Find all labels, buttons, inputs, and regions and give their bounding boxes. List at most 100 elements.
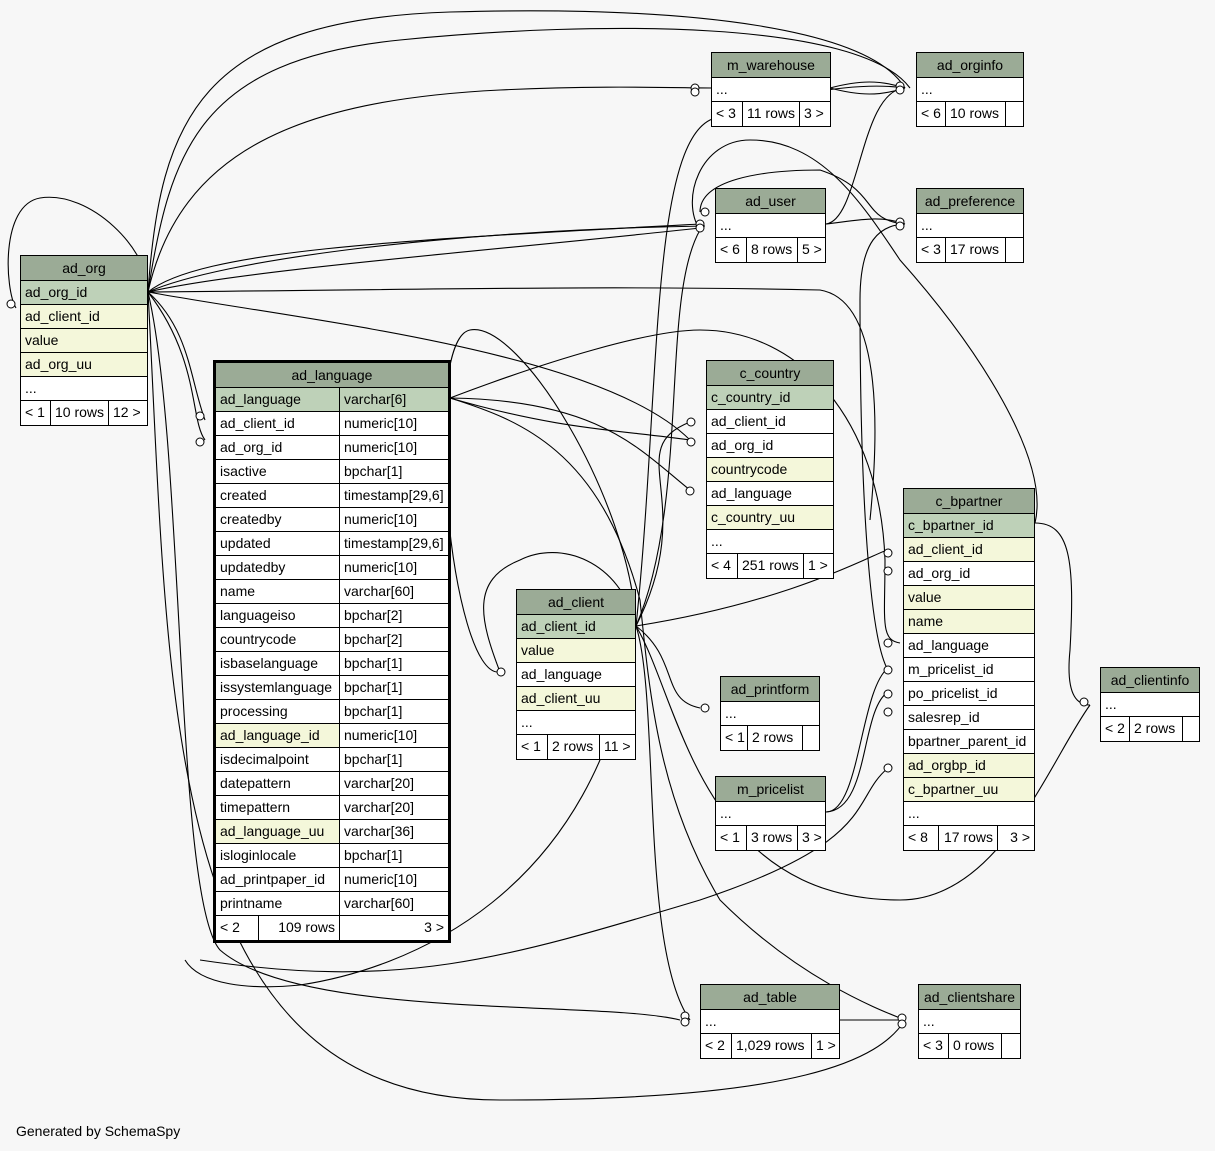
table-c-country[interactable]: c_country c_country_id ad_client_id ad_o…	[706, 360, 834, 579]
column-type: timestamp[29,6]	[339, 532, 448, 555]
row-count: 17 rows	[938, 826, 997, 850]
column-name: value	[908, 589, 942, 605]
column-row: ...	[716, 802, 825, 826]
column-row: ad_org_id	[21, 281, 147, 305]
table-footer: < 6 10 rows	[917, 102, 1023, 126]
children-count[interactable]: 3 >	[799, 102, 830, 126]
table-m-pricelist[interactable]: m_pricelist ... < 1 3 rows 3 >	[715, 776, 826, 851]
column-name: ...	[25, 380, 37, 396]
column-name: ...	[923, 1013, 935, 1029]
column-type: bpchar[2]	[339, 628, 448, 651]
column-name: ad_language	[908, 637, 989, 653]
parents-count[interactable]: < 3	[923, 1037, 943, 1053]
children-count	[1182, 717, 1199, 741]
column-name: countrycode	[220, 631, 297, 647]
column-row: name	[904, 610, 1034, 634]
children-count[interactable]: 5 >	[797, 238, 825, 262]
column-type: numeric[10]	[339, 436, 448, 459]
children-count[interactable]: 1 >	[811, 1034, 839, 1058]
parents-count[interactable]: < 3	[921, 241, 941, 257]
children-count[interactable]: 12 >	[108, 401, 147, 425]
column-name: ...	[1105, 696, 1117, 712]
parents-count[interactable]: < 6	[720, 241, 740, 257]
parents-count[interactable]: < 3	[716, 105, 736, 121]
parents-count[interactable]: < 2	[220, 919, 240, 935]
column-type: varchar[6]	[339, 388, 448, 411]
row-count: 109 rows	[258, 916, 339, 940]
table-title: c_country	[707, 361, 833, 386]
column-name: ad_client_uu	[521, 690, 601, 706]
column-name: ad_client_id	[711, 413, 786, 429]
parents-count[interactable]: < 8	[908, 829, 928, 845]
column-row: ...	[917, 214, 1023, 238]
table-ad-printform[interactable]: ad_printform ... < 1 2 rows	[720, 676, 820, 751]
table-title: m_warehouse	[712, 53, 830, 78]
parents-count[interactable]: < 4	[711, 557, 731, 573]
column-name: countrycode	[711, 461, 788, 477]
table-footer: < 2 2 rows	[1101, 717, 1199, 741]
table-ad-orginfo[interactable]: ad_orginfo ... < 6 10 rows	[916, 52, 1024, 127]
column-type: numeric[10]	[339, 868, 448, 891]
column-type: bpchar[1]	[339, 676, 448, 699]
table-ad-user[interactable]: ad_user ... < 6 8 rows 5 >	[715, 188, 826, 263]
children-count[interactable]: 3 >	[997, 826, 1034, 850]
children-count[interactable]: 11 >	[599, 735, 635, 759]
column-row: value	[21, 329, 147, 353]
parents-count[interactable]: < 1	[720, 829, 740, 845]
column-name: ...	[720, 805, 732, 821]
column-name: printname	[220, 895, 283, 911]
parents-count[interactable]: < 2	[705, 1037, 725, 1053]
column-name: issystemlanguage	[220, 679, 333, 695]
column-name: name	[908, 613, 944, 629]
column-type: bpchar[2]	[339, 604, 448, 627]
table-footer: < 2 109 rows 3 >	[216, 916, 448, 940]
column-row: c_country_id	[707, 386, 833, 410]
column-name: ...	[921, 81, 933, 97]
parents-count[interactable]: < 1	[25, 404, 45, 420]
parents-count[interactable]: < 6	[921, 105, 941, 121]
row-count: 10 rows	[945, 102, 1005, 126]
column-name: ad_client_id	[220, 415, 295, 431]
column-row: ...	[707, 530, 833, 554]
column-row: ad_orgbp_id	[904, 754, 1034, 778]
table-ad-clientinfo[interactable]: ad_clientinfo ... < 2 2 rows	[1100, 667, 1200, 742]
column-name: processing	[220, 703, 288, 719]
column-row: salesrep_id	[904, 706, 1034, 730]
table-ad-client[interactable]: ad_client ad_client_id value ad_language…	[516, 589, 636, 760]
children-count[interactable]: 3 >	[339, 916, 448, 940]
parents-count[interactable]: < 2	[1105, 720, 1125, 736]
row-count: 2 rows	[747, 726, 802, 750]
table-title: ad_orginfo	[917, 53, 1023, 78]
table-ad-preference[interactable]: ad_preference ... < 3 17 rows	[916, 188, 1024, 263]
children-count[interactable]: 1 >	[803, 554, 833, 578]
column-name: c_country_id	[711, 389, 791, 405]
table-m-warehouse[interactable]: m_warehouse ... < 3 11 rows 3 >	[711, 52, 831, 127]
table-ad-table[interactable]: ad_table ... < 2 1,029 rows 1 >	[700, 984, 840, 1059]
column-row: ...	[701, 1010, 839, 1034]
parents-count[interactable]: < 1	[521, 738, 541, 754]
children-count[interactable]: 3 >	[797, 826, 825, 850]
column-type: varchar[20]	[339, 796, 448, 819]
table-ad-clientshare[interactable]: ad_clientshare ... < 3 0 rows	[918, 984, 1021, 1059]
table-footer: < 6 8 rows 5 >	[716, 238, 825, 262]
parents-count[interactable]: < 1	[725, 729, 745, 745]
column-name: ad_client_id	[521, 618, 596, 634]
column-row: c_bpartner_uu	[904, 778, 1034, 802]
column-row: ...	[917, 78, 1023, 102]
column-row: countrycode bpchar[2]	[216, 628, 448, 652]
column-row: ad_client_id	[707, 410, 833, 434]
table-footer: < 3 17 rows	[917, 238, 1023, 262]
table-ad-org[interactable]: ad_org ad_org_id ad_client_id value ad_o…	[20, 255, 148, 426]
column-row: issystemlanguage bpchar[1]	[216, 676, 448, 700]
column-name: po_pricelist_id	[908, 685, 998, 701]
column-name: ad_language_uu	[216, 820, 339, 843]
